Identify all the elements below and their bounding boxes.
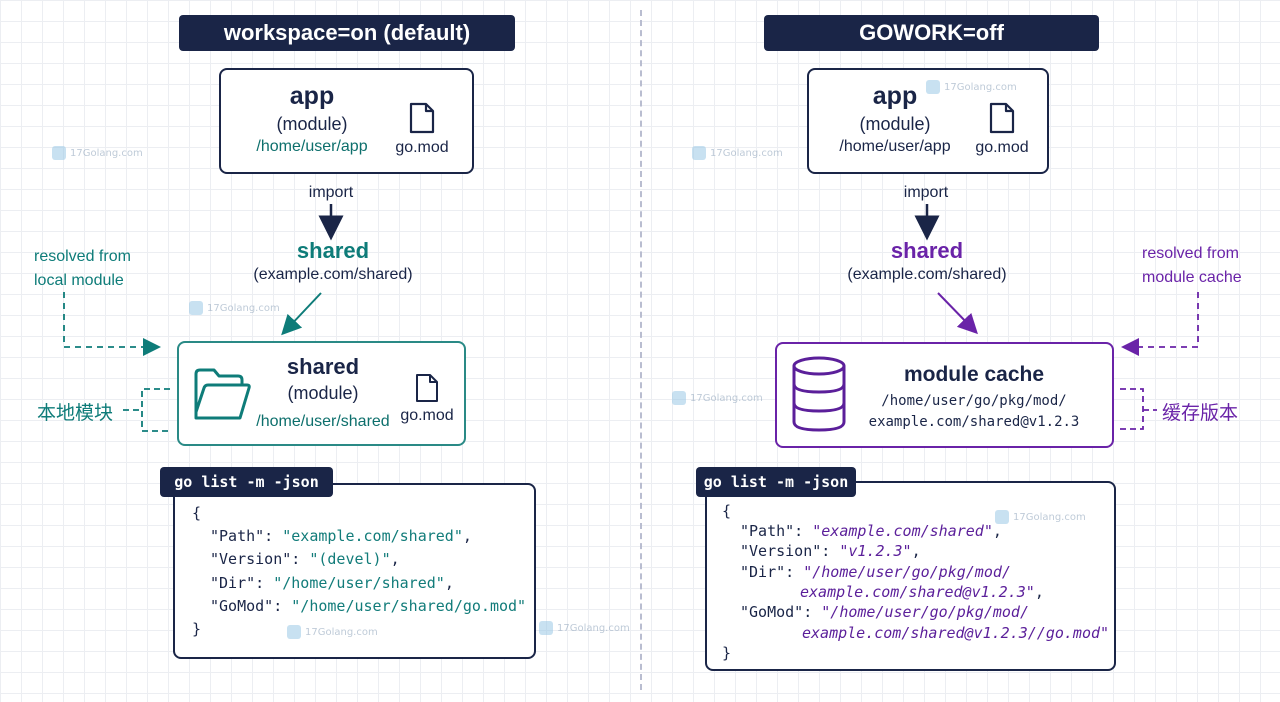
left-side-label: 本地模块: [37, 403, 114, 424]
left-code-box: [173, 483, 536, 659]
left-local-title: shared: [286, 354, 360, 379]
left-resolved-line2: local module: [34, 272, 124, 289]
watermark-logo-icon: [52, 146, 66, 160]
right-code-box: [705, 481, 1116, 671]
left-code-line-version: "Version": "(devel)",: [210, 550, 400, 568]
left-code-line-gomod: "GoMod": "/home/user/shared/go.mod": [210, 597, 527, 615]
left-resolve-arrow-icon: [281, 292, 322, 336]
left-app-file-icon: [409, 102, 435, 134]
folder-icon: [194, 368, 251, 420]
left-local-gomod: go.mod: [400, 407, 454, 424]
left-local-sub: (module): [287, 383, 359, 403]
watermark-logo-icon: [926, 80, 940, 94]
left-shared-title: shared: [296, 238, 370, 263]
left-app-path: /home/user/app: [256, 138, 368, 155]
watermark-6: 17Golang.com: [926, 80, 1017, 94]
right-code-close: }: [722, 644, 732, 662]
right-app-file-icon: [989, 102, 1015, 134]
left-code-line-dir: "Dir": "/home/user/shared",: [210, 574, 454, 592]
right-code-tab-label: go list -m -json: [703, 473, 849, 491]
right-resolved-dashed-connector: [1121, 292, 1199, 356]
right-shared-sub: (example.com/shared): [847, 266, 1007, 283]
left-code-tab-label: go list -m -json: [174, 473, 319, 491]
left-app-sub: (module): [276, 114, 348, 134]
watermark-logo-icon: [539, 621, 553, 635]
left-resolved-note: resolved from local module: [34, 245, 131, 293]
watermark-logo-icon: [189, 301, 203, 315]
left-app-module-box: [219, 68, 474, 174]
right-app-title: app: [872, 82, 918, 110]
right-code-line-dir: "Dir": "/home/user/go/pkg/mod/: [740, 563, 1011, 581]
left-resolved-dashed-connector: [63, 292, 161, 356]
left-banner-label: workspace=on (default): [223, 20, 471, 45]
right-cache-path2: example.com/shared@v1.2.3: [868, 414, 1080, 430]
right-resolved-note: resolved from module cache: [1142, 242, 1242, 290]
right-banner-label: GOWORK=off: [859, 20, 1004, 45]
right-cache-path1: /home/user/go/pkg/mod/: [881, 393, 1067, 409]
right-code-open: {: [722, 502, 732, 520]
left-side-bracket: [123, 388, 170, 432]
right-code-line-version: "Version": "v1.2.3",: [740, 542, 921, 560]
left-resolved-line1: resolved from: [34, 248, 131, 265]
right-resolved-line2: module cache: [1142, 269, 1242, 286]
watermark-logo-icon: [995, 510, 1009, 524]
database-icon: [792, 356, 846, 432]
watermark-1: 17Golang.com: [52, 146, 143, 160]
watermark-2: 17Golang.com: [189, 301, 280, 315]
right-banner: GOWORK=off: [764, 15, 1099, 51]
left-banner: workspace=on (default): [179, 15, 515, 51]
right-shared-title: shared: [890, 238, 964, 263]
left-app-gomod: go.mod: [395, 139, 449, 156]
right-app-gomod: go.mod: [975, 139, 1029, 156]
right-code-line-dir-cont: example.com/shared@v1.2.3",: [800, 583, 1044, 601]
left-app-title: app: [289, 82, 335, 110]
left-local-file-icon: [416, 374, 438, 402]
watermark-logo-icon: [692, 146, 706, 160]
center-divider: [640, 10, 642, 690]
right-side-bracket: [1120, 388, 1157, 430]
left-local-path: /home/user/shared: [256, 413, 390, 430]
watermark-8: 17Golang.com: [995, 510, 1086, 524]
watermark-logo-icon: [287, 625, 301, 639]
right-code-tab: go list -m -json: [696, 467, 856, 497]
watermark-5: 17Golang.com: [692, 146, 783, 160]
watermark-7: 17Golang.com: [672, 391, 763, 405]
left-code-close: }: [192, 620, 202, 638]
right-code-line-path: "Path": "example.com/shared",: [740, 522, 1002, 540]
right-resolve-arrow-icon: [937, 292, 978, 335]
right-app-path: /home/user/app: [839, 138, 951, 155]
left-shared-sub: (example.com/shared): [253, 266, 413, 283]
right-app-sub: (module): [859, 114, 931, 134]
right-resolved-line1: resolved from: [1142, 245, 1239, 262]
right-side-label: 缓存版本: [1162, 403, 1239, 424]
right-cache-title: module cache: [903, 363, 1045, 386]
left-code-tab: go list -m -json: [160, 467, 333, 497]
watermark-3: 17Golang.com: [287, 625, 378, 639]
left-code-open: {: [192, 504, 202, 522]
right-code-line-gomod: "GoMod": "/home/user/go/pkg/mod/: [740, 603, 1029, 621]
left-code-line-path: "Path": "example.com/shared",: [210, 527, 472, 545]
right-import-label: import: [903, 184, 949, 201]
right-code-line-gomod-cont: example.com/shared@v1.2.3//go.mod": [802, 624, 1110, 642]
left-import-label: import: [308, 184, 354, 201]
watermark-4: 17Golang.com: [539, 621, 630, 635]
watermark-logo-icon: [672, 391, 686, 405]
